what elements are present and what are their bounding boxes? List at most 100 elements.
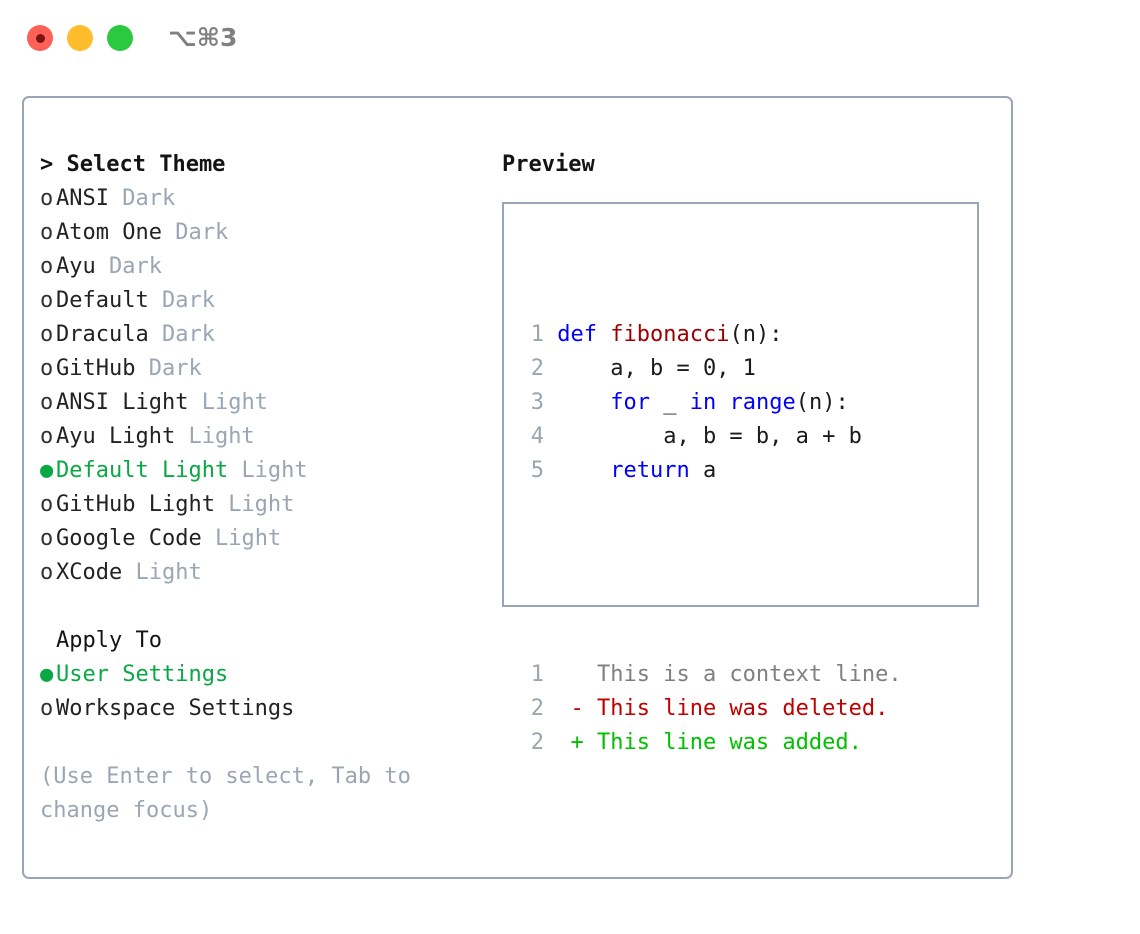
line-number: 1 <box>530 322 544 347</box>
theme-variant-badge: Light <box>241 458 308 483</box>
theme-variant-badge: Dark <box>161 288 215 313</box>
list-spacer <box>40 590 500 624</box>
code-line: 1 def fibonacci(n): <box>518 318 902 352</box>
code-token: fibonacci <box>610 322 730 347</box>
radio-unselected-icon: o <box>40 526 54 551</box>
preview-title: Preview <box>502 152 595 177</box>
code-token: a <box>689 458 717 483</box>
apply-to-option[interactable]: ●User Settings <box>40 658 500 692</box>
code-token: _ <box>649 390 690 415</box>
radio-selected-icon: ● <box>40 662 54 687</box>
code-token: in <box>689 390 717 415</box>
code-line: 4 a, b = b, a + b <box>518 420 902 454</box>
apply-to-header: Apply To <box>56 628 162 653</box>
code-line: 3 for _ in range(n): <box>518 386 902 420</box>
code-gutter-space <box>544 390 557 415</box>
line-number: 2 <box>530 356 544 381</box>
theme-option-label: XCode <box>56 560 136 585</box>
diff-line: 1 This is a context line. <box>518 658 902 692</box>
apply-to-option-label: Workspace Settings <box>56 696 295 721</box>
preview-column: Preview 1 def fibonacci(n):2 a, b = 0, 1… <box>502 148 1002 755</box>
theme-option-label: Atom One <box>56 220 176 245</box>
code-token: (n): <box>729 322 783 347</box>
minimize-button[interactable] <box>67 25 93 51</box>
diff-line: 2 + This line was added. <box>518 726 902 760</box>
code-gutter-space <box>544 356 557 381</box>
code-gutter-space <box>544 322 557 347</box>
diff-sign: + <box>544 730 597 755</box>
code-token <box>557 458 610 483</box>
code-token: range <box>729 390 796 415</box>
apply-to-option-label: User Settings <box>56 662 229 687</box>
radio-unselected-icon: o <box>40 186 54 211</box>
radio-unselected-icon: o <box>40 696 54 721</box>
theme-option-label: Ayu Light <box>56 424 189 449</box>
line-number: 1 <box>530 662 544 687</box>
diff-sign <box>544 662 597 687</box>
theme-variant-badge: Dark <box>161 322 215 347</box>
line-number: 5 <box>530 458 544 483</box>
line-number: 3 <box>530 390 544 415</box>
radio-unselected-icon: o <box>40 322 54 347</box>
close-button[interactable] <box>27 25 53 51</box>
radio-unselected-icon: o <box>40 560 54 585</box>
diff-text: This line was deleted. <box>596 696 889 721</box>
code-token <box>557 390 610 415</box>
code-line: 5 return a <box>518 454 902 488</box>
theme-variant-badge: Light <box>201 390 268 415</box>
theme-option-label: GitHub <box>56 356 149 381</box>
diff-text: This is a context line. <box>596 662 902 687</box>
line-number: 2 <box>530 730 544 755</box>
theme-variant-badge: Dark <box>148 356 202 381</box>
code-diff-gap <box>518 556 902 590</box>
radio-unselected-icon: o <box>40 220 54 245</box>
radio-unselected-icon: o <box>40 492 54 517</box>
radio-unselected-icon: o <box>40 288 54 313</box>
maximize-button[interactable] <box>107 25 133 51</box>
theme-variant-badge: Dark <box>108 254 162 279</box>
theme-variant-badge: Dark <box>122 186 176 211</box>
radio-selected-icon: ● <box>40 458 54 483</box>
keyboard-shortcut-label: ⌥⌘3 <box>168 23 238 52</box>
theme-option-label: ANSI <box>56 186 123 211</box>
radio-unselected-icon: o <box>40 356 54 381</box>
theme-option-label: Google Code <box>56 526 215 551</box>
theme-variant-badge: Light <box>214 526 282 551</box>
window-controls <box>27 25 133 51</box>
theme-option-label: ANSI Light <box>56 390 202 415</box>
code-token: return <box>610 458 690 483</box>
diff-text: This line was added. <box>596 730 862 755</box>
theme-option-label: Ayu <box>56 254 109 279</box>
diff-line: 2 - This line was deleted. <box>518 692 902 726</box>
theme-variant-badge: Light <box>188 424 255 449</box>
code-token: a, b = b, a + b <box>557 424 862 449</box>
line-number: 2 <box>530 696 544 721</box>
radio-unselected-icon: o <box>40 390 54 415</box>
code-token: a, b = 0, 1 <box>557 356 756 381</box>
code-token: def <box>557 322 611 347</box>
diff-sign: - <box>544 696 597 721</box>
theme-option-label: Default Light <box>56 458 242 483</box>
theme-option[interactable]: ●Default Light Light <box>40 454 500 488</box>
code-line: 2 a, b = 0, 1 <box>518 352 902 386</box>
